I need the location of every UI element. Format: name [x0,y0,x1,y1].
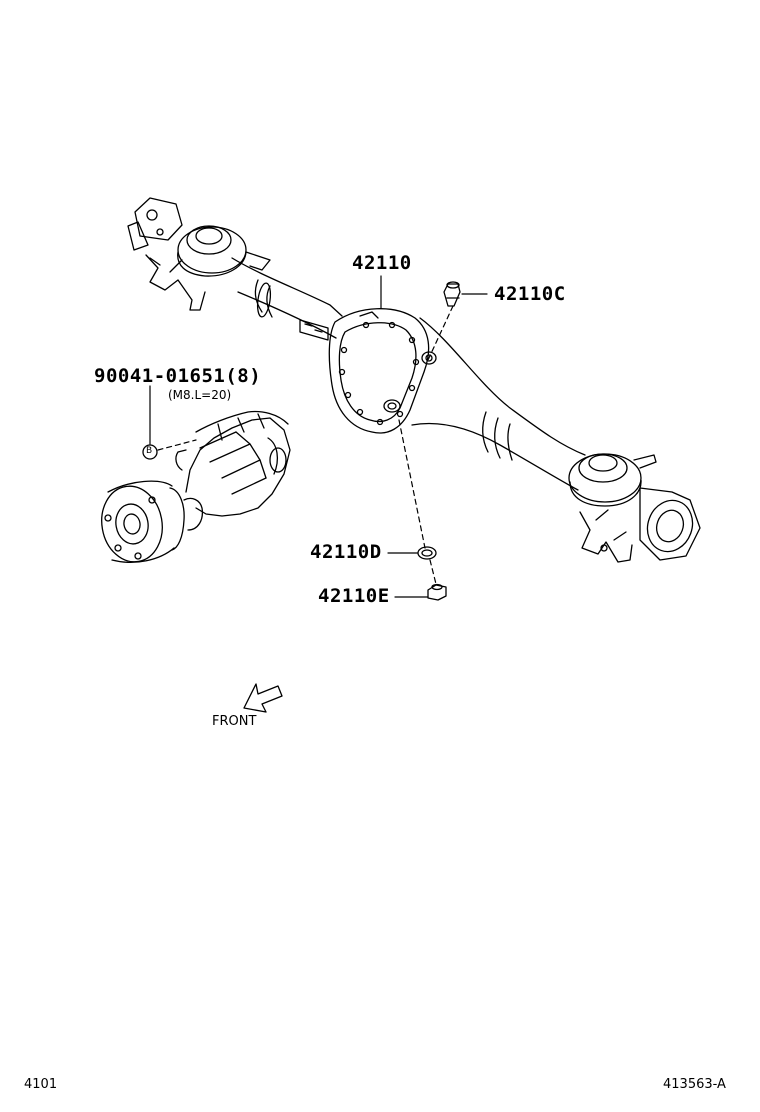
footer-figure-ref: 413563-A [663,1077,726,1092]
gasket [417,546,437,560]
label-bolt-spec: (M8.L=20) [168,388,232,402]
differential-carrier [101,410,291,563]
label-bolt-part: 90041-01651(8) [94,365,262,387]
breather-plug [443,281,461,307]
label-housing: 42110 [352,252,412,274]
axle-housing [127,197,701,563]
footer-page-code: 4101 [24,1077,58,1092]
label-bolt-marker: B [146,446,153,456]
label-gasket: 42110D [310,541,382,563]
label-front: FRONT [212,714,257,729]
bolt-marker-circle [142,444,158,460]
front-arrow-icon [243,683,283,713]
label-breather-plug: 42110C [494,283,566,305]
leader-lines [149,275,488,598]
drain-plug [427,583,447,601]
label-drain-plug: 42110E [318,585,390,607]
